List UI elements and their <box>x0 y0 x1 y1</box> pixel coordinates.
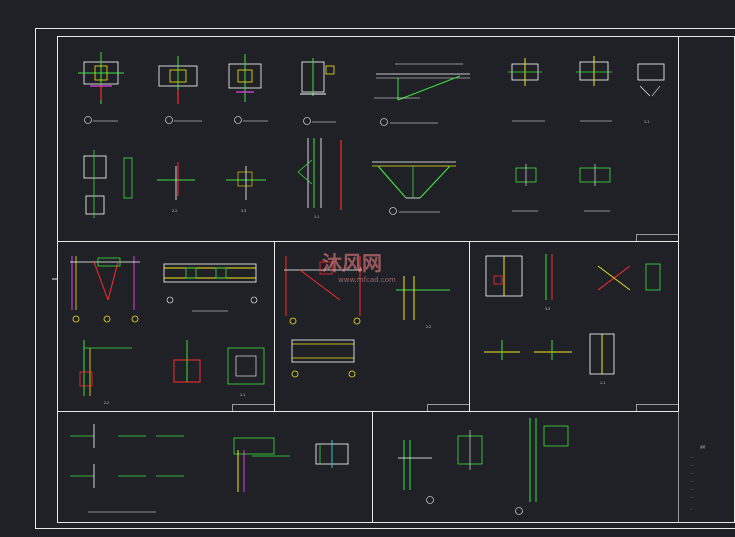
detail-2-2-section: 2-2 <box>157 162 195 213</box>
section-label-1-1c: 3-3 <box>545 307 550 311</box>
watermark-logo: 沐风网 www.mfcad.com <box>322 251 396 284</box>
sheet-no-box-1 <box>636 234 679 242</box>
title-line-7: ... <box>690 508 693 511</box>
sheet-no-box-3 <box>427 404 470 412</box>
detail-bolted-connection <box>233 437 349 492</box>
outer-frame <box>35 28 735 529</box>
detail-7-section <box>576 56 612 122</box>
detail-d-3-column: 1-1 <box>297 138 342 219</box>
section-label-2-2b: 1-1 <box>240 393 245 397</box>
watermark-text: 沐风网 <box>322 251 382 275</box>
detail-middle-frame: 2-2 <box>284 256 450 378</box>
detail-base-plate-left: 2-2 1-1 <box>79 340 265 405</box>
sheet-no-box-2 <box>232 404 275 412</box>
detail-8-section: 1-1 <box>637 63 665 124</box>
title-line-1: ... <box>690 456 693 459</box>
detail-plate-detail <box>83 150 133 218</box>
detail-5-truss-end <box>374 63 470 126</box>
detail-beam-elevation <box>163 263 258 312</box>
detail-right-frame: 3-3 1-1 <box>484 254 661 385</box>
section-label-1-1: 1-1 <box>644 120 649 124</box>
title-line-0: 说明 <box>700 445 706 449</box>
section-label-2-2c: 1-1 <box>600 381 605 385</box>
detail-truss-node <box>372 161 456 215</box>
title-line-6: ... <box>690 496 693 499</box>
detail-1-column-joint <box>78 52 124 124</box>
section-label-3-3b: 2-2 <box>426 325 431 329</box>
section-label-2-2: 2-2 <box>172 209 177 213</box>
title-line-3: ... <box>690 472 693 475</box>
detail-small-sections <box>512 164 611 212</box>
detail-3-beam-joint <box>228 54 268 124</box>
detail-2-beam-joint <box>158 56 202 124</box>
watermark-url: www.mfcad.com <box>338 276 396 284</box>
inner-frame <box>57 36 735 523</box>
section-label-1-1b: 2-2 <box>104 401 109 405</box>
title-line-5: ... <box>690 488 693 491</box>
detail-6-section <box>508 58 545 122</box>
detail-weld-symbols <box>70 424 184 513</box>
detail-4-base <box>300 58 336 125</box>
detail-3-3-section: 3-3 <box>226 166 266 213</box>
detail-portal-frame <box>70 256 140 323</box>
detail-column-splices <box>398 418 569 515</box>
sheet-no-box-4 <box>636 404 679 412</box>
section-label-d-3: 1-1 <box>314 215 319 219</box>
title-line-2: ... <box>690 464 693 467</box>
section-label-3-3: 3-3 <box>241 209 246 213</box>
title-block-notes: 说明 ... ... ... ... ... ... ... <box>690 445 706 511</box>
title-line-4: ... <box>690 480 693 483</box>
